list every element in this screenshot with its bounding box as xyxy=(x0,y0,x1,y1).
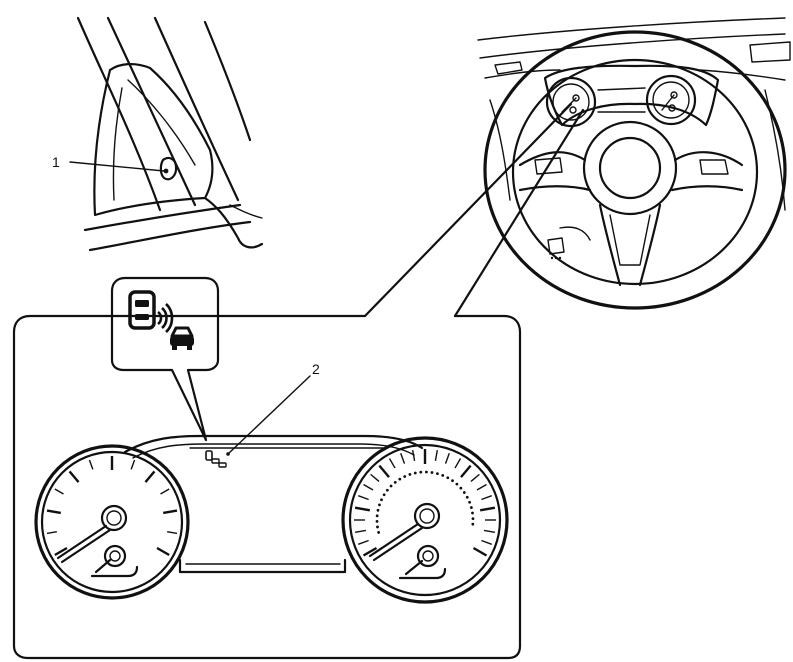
gauge-dot xyxy=(471,522,475,526)
speedometer-gauge xyxy=(34,444,190,600)
gauge-tick xyxy=(400,453,406,464)
gauge-tick xyxy=(378,464,390,478)
gauge-dot xyxy=(468,500,472,504)
gauge-dot xyxy=(441,473,445,477)
gauge-tick xyxy=(476,483,487,491)
gauge-tick xyxy=(472,546,488,557)
gauge-dot xyxy=(469,506,473,509)
gauge-tick xyxy=(370,473,380,482)
gauge-tick xyxy=(481,495,492,501)
steering-wheel-view xyxy=(477,17,791,310)
gauge-tick xyxy=(156,546,170,557)
gauge-tick xyxy=(363,483,374,491)
gauge-dot xyxy=(398,477,402,481)
gauge-tick xyxy=(130,459,136,470)
zoom-connector xyxy=(363,102,585,318)
gauge-tick xyxy=(167,531,178,535)
gauge-tick xyxy=(460,464,472,478)
gauge-tick xyxy=(160,488,170,495)
gauge-tick xyxy=(46,531,57,535)
gauge-dot xyxy=(424,470,428,474)
gauge-dot xyxy=(430,471,434,474)
gauge-tick xyxy=(470,473,480,482)
gauge-dot xyxy=(408,473,412,476)
callout-1-label: 1 xyxy=(52,154,60,170)
gauge-dot xyxy=(375,519,379,523)
callout-2-label: 2 xyxy=(312,361,320,377)
gauge-dot xyxy=(446,476,450,480)
gauge-dot xyxy=(471,517,475,521)
gauge-tick xyxy=(454,458,462,469)
gauge-tick xyxy=(388,458,396,469)
gauge-tick xyxy=(481,539,492,545)
cluster-detail-panel: 2 xyxy=(12,276,522,660)
gauge-dot xyxy=(465,495,469,499)
gauge-dot xyxy=(403,475,407,478)
gauge-tick xyxy=(68,470,80,483)
gauge-tick xyxy=(411,449,416,462)
blind-spot-warning-indicator-icon xyxy=(205,450,227,468)
gauge-dot xyxy=(380,498,383,502)
gauge-dot xyxy=(419,470,423,474)
gauge-tick xyxy=(46,509,61,515)
a-pillar-view: 1 xyxy=(52,16,264,252)
gauge-tick xyxy=(54,546,68,557)
gauge-tick xyxy=(434,449,439,462)
callout-1-leader xyxy=(69,161,165,172)
gauge-dot xyxy=(377,531,381,534)
gauge-tick xyxy=(358,539,369,545)
gauge-dot xyxy=(382,493,386,497)
gauge-tick xyxy=(444,453,450,464)
blind-spot-warning-icon xyxy=(128,290,194,350)
callout-2-leader xyxy=(227,375,311,455)
gauge-dot xyxy=(451,479,454,483)
gauge-dot xyxy=(436,472,439,476)
gauge-dot xyxy=(471,511,474,515)
gauge-dot xyxy=(378,503,381,507)
gauge-tick xyxy=(354,506,371,512)
gauge-dot xyxy=(393,480,397,484)
gauge-tick xyxy=(479,506,496,512)
gauge-dot xyxy=(413,471,417,475)
icon-callout-box xyxy=(110,276,220,442)
gauge-dot xyxy=(376,525,379,529)
gauge-dot xyxy=(375,514,379,518)
gauge-dot xyxy=(389,484,393,488)
tachometer-gauge xyxy=(341,436,509,604)
gauge-dot xyxy=(455,482,459,486)
gauge-dot xyxy=(376,508,380,512)
gauge-dot xyxy=(462,491,466,494)
gauge-tick xyxy=(144,470,156,483)
gauge-tick xyxy=(354,529,367,534)
gauge-tick xyxy=(54,488,64,495)
side-mirror-indicator-light-icon xyxy=(159,156,178,181)
gauge-tick xyxy=(483,529,496,534)
gauge-dot xyxy=(385,488,389,492)
gauge-tick xyxy=(163,509,178,515)
gauge-tick xyxy=(358,495,369,501)
gauge-tick xyxy=(362,546,378,557)
gauge-tick xyxy=(88,459,94,470)
gauge-dot xyxy=(459,486,463,490)
